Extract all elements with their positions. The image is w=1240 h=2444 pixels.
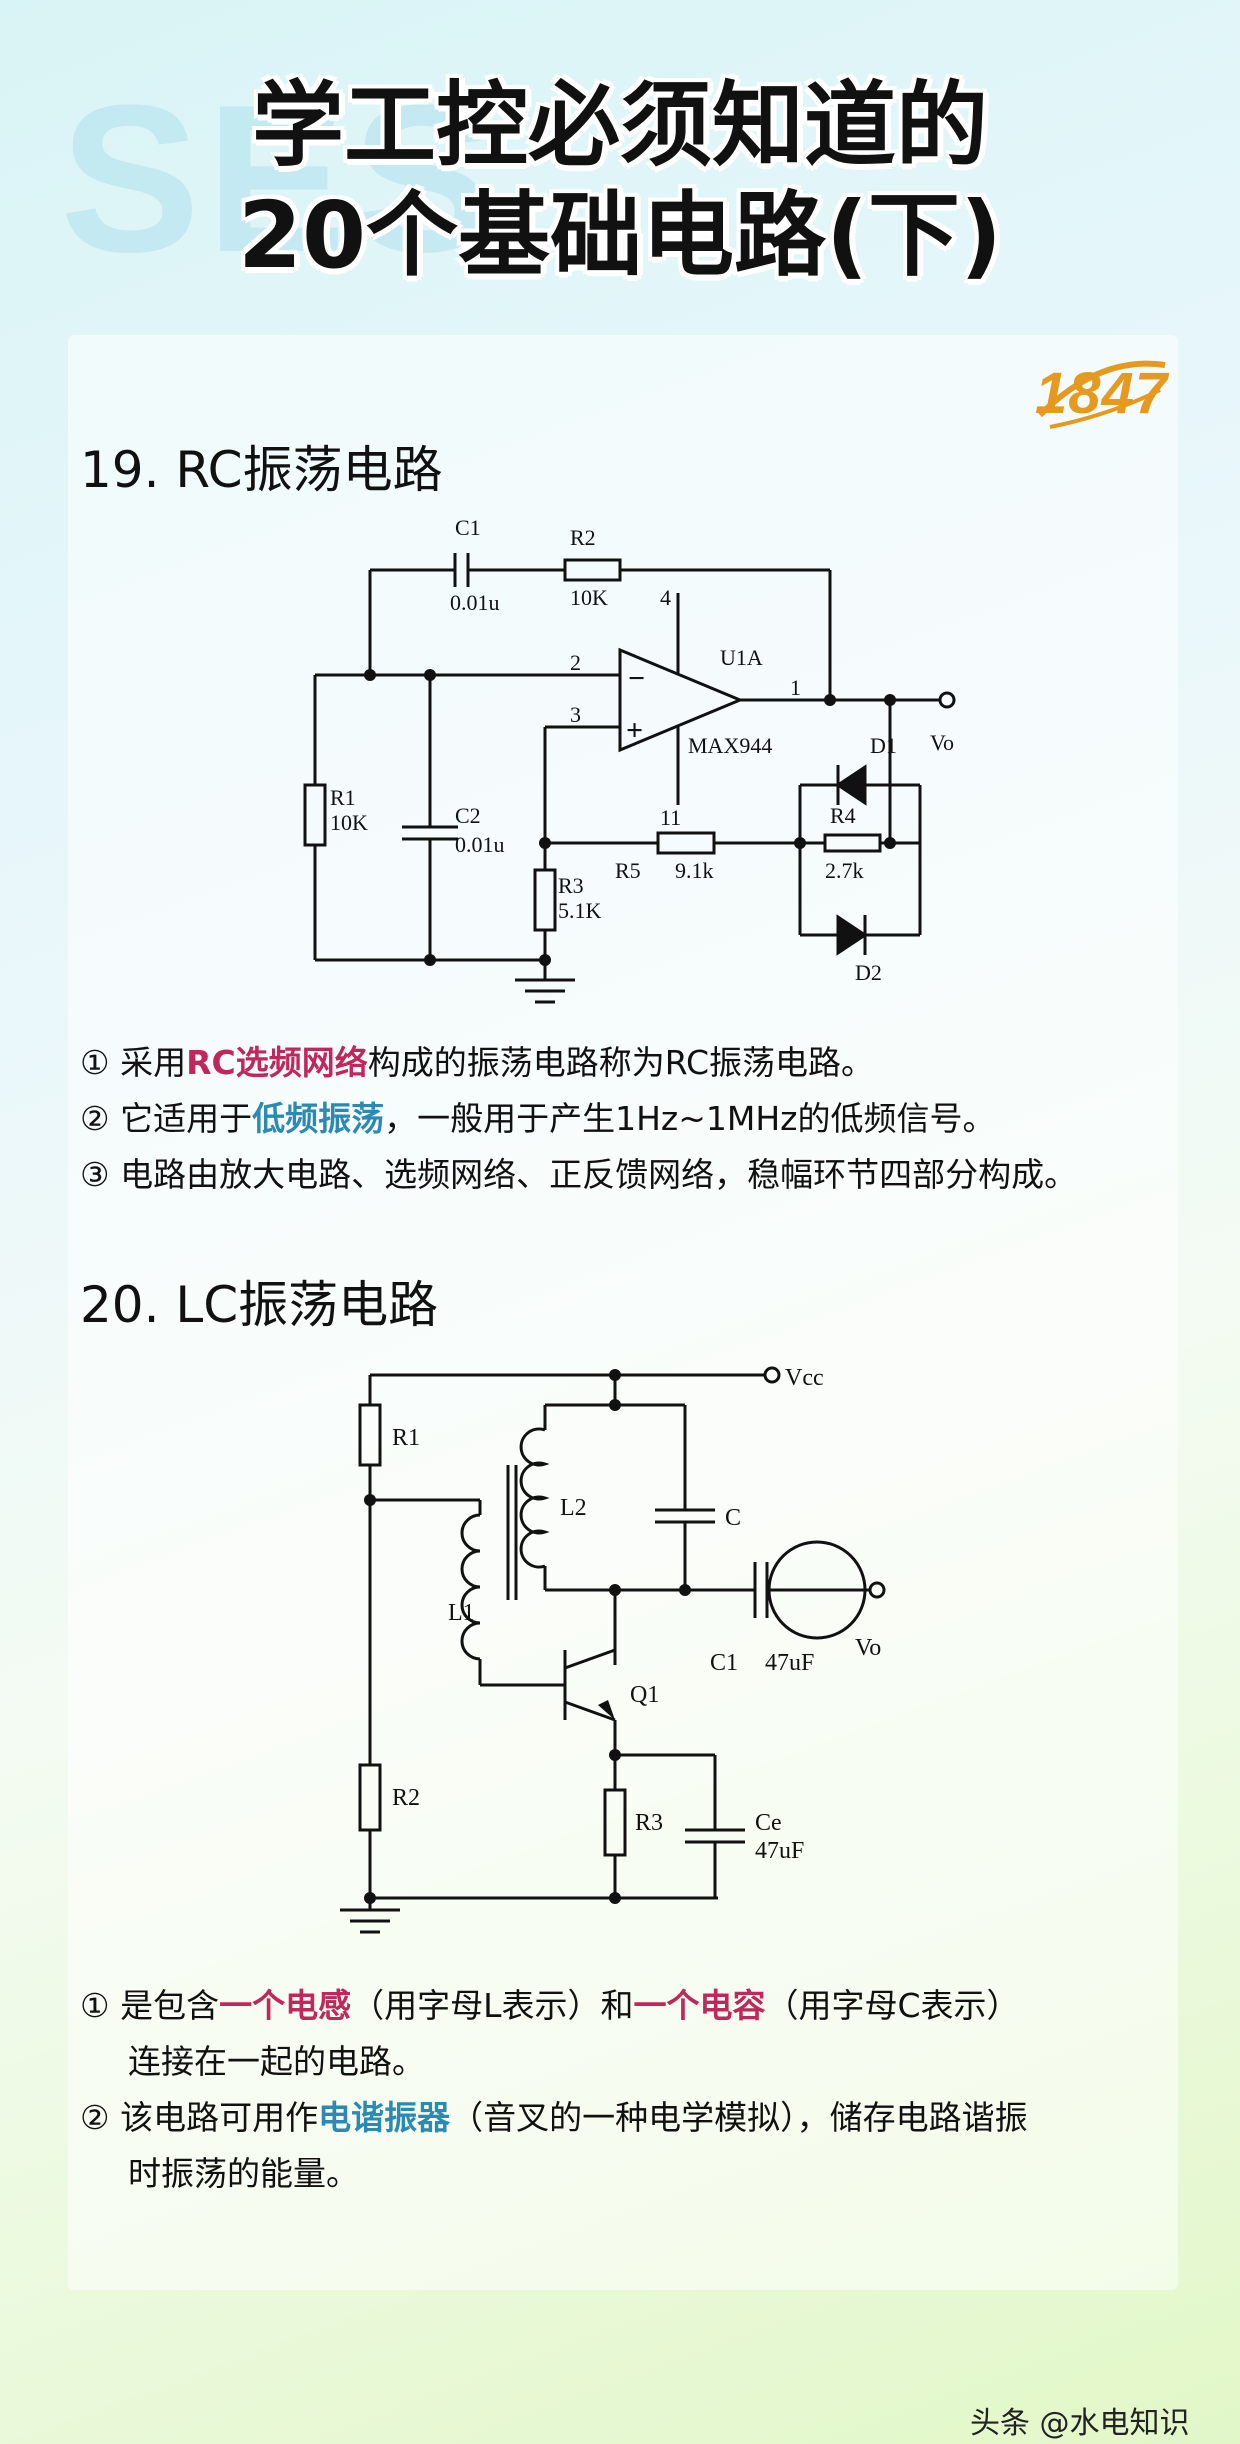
- d2-label: D2: [855, 960, 882, 985]
- brand-logo: 1847: [1035, 361, 1169, 426]
- c2-value: 0.01u: [455, 832, 505, 857]
- r3-value: 5.1K: [558, 898, 602, 923]
- page-title-line1: 学工控必须知道的: [251, 72, 988, 179]
- chip-label: MAX944: [688, 733, 772, 758]
- c-label: C: [725, 1505, 741, 1531]
- vo-label: Vo: [930, 730, 954, 755]
- c1-label-lc: C1: [710, 1650, 738, 1676]
- r4-label: R4: [830, 803, 856, 828]
- q1-label: Q1: [630, 1682, 659, 1708]
- content-card: [68, 335, 1178, 2290]
- pin1-label: 1: [790, 675, 801, 700]
- bullet-19-3: ③ 电路由放大电路、选频网络、正反馈网络，稳幅环节四部分构成。: [80, 1155, 1078, 1194]
- vo-label-lc: Vo: [855, 1635, 881, 1661]
- bullet-20-1-continued: 连接在一起的电路。: [128, 2042, 425, 2081]
- c2-label: C2: [455, 803, 481, 828]
- r1-label-lc: R1: [392, 1425, 420, 1451]
- bullet-19-1: ① 采用RC选频网络构成的振荡电路称为RC振荡电路。: [80, 1043, 875, 1082]
- c1-value-lc: 47uF: [765, 1650, 814, 1676]
- opamp-minus: −: [628, 662, 645, 695]
- background-watermark-letters: SES: [60, 61, 499, 296]
- rc-oscillator-circuit: C1 0.01u R2 10K 4 U1A 2 3 1 11 MAX944 Vo…: [303, 515, 956, 1004]
- ce-value: 47uF: [755, 1838, 804, 1864]
- l2-label: L2: [560, 1495, 587, 1521]
- r1-value: 10K: [330, 810, 368, 835]
- ce-label: Ce: [755, 1810, 782, 1836]
- lc-oscillator-circuit: Vcc R1 L2 C L1 C1 47uF Vo Q1 R2 R3 Ce 47…: [340, 1365, 886, 1934]
- bullet-20-1: ① 是包含一个电感（用字母L表示）和一个电容（用字母C表示）: [80, 1986, 1020, 2025]
- footer-watermark: 头条 @水电知识: [970, 2406, 1190, 2441]
- page-title-line2: 20个基础电路(下): [237, 182, 1003, 289]
- r3-label-lc: R3: [635, 1810, 663, 1836]
- r2-value: 10K: [570, 585, 608, 610]
- r5-label: R5: [615, 858, 641, 883]
- bullet-20-2: ② 该电路可用作电谐振器（音叉的一种电学模拟），储存电路谐振: [80, 2098, 1028, 2137]
- logo-arc-icon: [1037, 360, 1166, 429]
- vcc-label: Vcc: [785, 1365, 824, 1391]
- r5-value: 9.1k: [675, 858, 714, 883]
- section-19-bullets: ① 采用RC选频网络构成的振荡电路称为RC振荡电路。 ② 它适用于低频振荡，一般…: [80, 1035, 1077, 1203]
- r3-label: R3: [558, 873, 584, 898]
- pin2-label: 2: [570, 650, 581, 675]
- pin3-label: 3: [570, 702, 581, 727]
- r4-value: 2.7k: [825, 858, 864, 883]
- pin4-label: 4: [660, 585, 671, 610]
- u1a-label: U1A: [720, 645, 763, 670]
- pin11-label: 11: [660, 805, 681, 830]
- bullet-19-2: ② 它适用于低频振荡，一般用于产生1Hz~1MHz的低频信号。: [80, 1099, 996, 1138]
- l1-label: L1: [448, 1600, 475, 1626]
- r2-label: R2: [570, 525, 596, 550]
- r1-label: R1: [330, 785, 356, 810]
- c1-label: C1: [455, 515, 481, 540]
- r2-label-lc: R2: [392, 1785, 420, 1811]
- opamp-plus: +: [626, 714, 643, 747]
- section-20-title: 20. LC振荡电路: [80, 1276, 439, 1334]
- c1-value: 0.01u: [450, 590, 500, 615]
- section-20-bullets: ① 是包含一个电感（用字母L表示）和一个电容（用字母C表示） 连接在一起的电路。…: [80, 1978, 1028, 2202]
- section-19-title: 19. RC振荡电路: [80, 441, 443, 499]
- d1-label: D1: [870, 733, 897, 758]
- bullet-20-2-continued: 时振荡的能量。: [128, 2154, 359, 2193]
